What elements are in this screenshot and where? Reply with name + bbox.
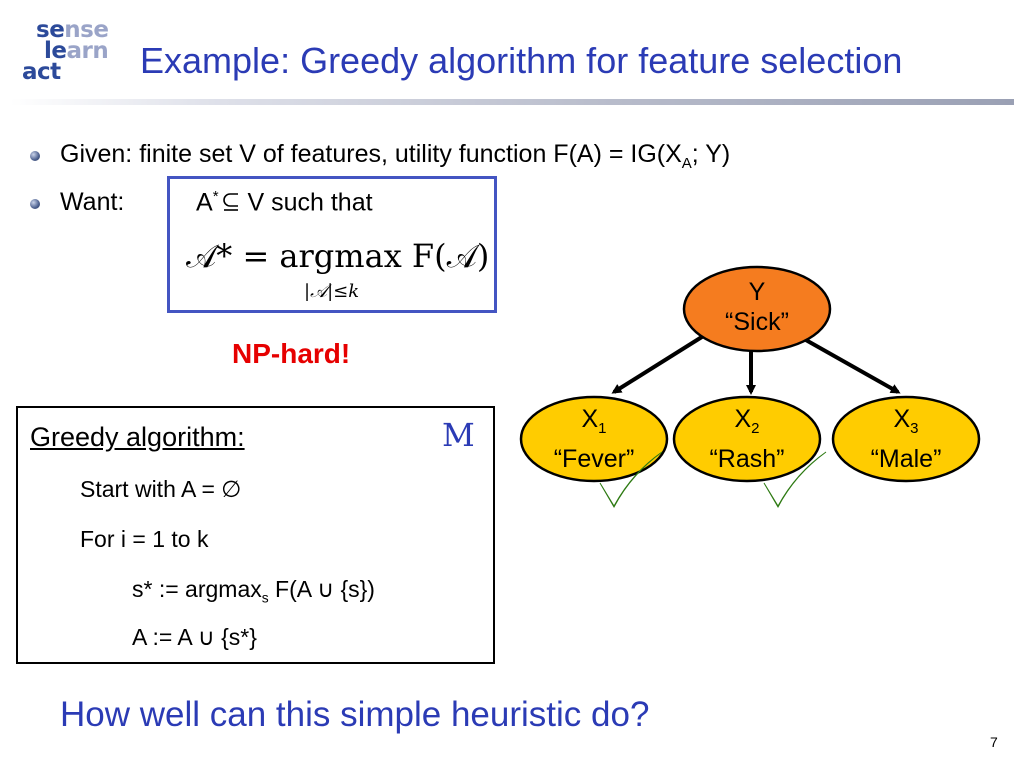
np-hard-label: NP-hard! bbox=[232, 338, 351, 369]
algorithm-symbol: M bbox=[442, 416, 475, 454]
logo-text: se bbox=[36, 17, 65, 43]
algorithm-step: Start with A = ∅ bbox=[80, 476, 242, 502]
node-y-label: Y “Sick” bbox=[725, 278, 789, 336]
formula-box: 𝒜* = argmax F(𝒜) |𝒜|≤k bbox=[167, 176, 497, 313]
subseteq-icon bbox=[222, 193, 238, 212]
algorithm-step: For i = 1 to k bbox=[80, 526, 209, 552]
bullet-want-text: A* V such that bbox=[196, 188, 373, 217]
algorithm-heading: Greedy algorithm: bbox=[30, 422, 245, 452]
bullet-icon bbox=[30, 199, 40, 209]
algorithm-step: s* := argmaxs F(A ∪ {s}) bbox=[132, 576, 375, 606]
bullet-want-label: Want: bbox=[60, 188, 125, 216]
argmax-formula: 𝒜* = argmax F(𝒜) bbox=[186, 237, 490, 275]
edge-y-x3 bbox=[796, 333, 901, 394]
node-x2-label: X2 “Rash” bbox=[709, 405, 785, 473]
slide-number: 7 bbox=[990, 734, 998, 750]
argmax-constraint: |𝒜|≤k bbox=[304, 281, 360, 302]
edge-y-x1 bbox=[611, 333, 707, 394]
logo-text: le bbox=[44, 38, 67, 64]
algorithm-step: A := A ∪ {s*} bbox=[132, 624, 257, 650]
closing-question: How well can this simple heuristic do? bbox=[60, 695, 650, 734]
title-divider bbox=[10, 99, 1014, 105]
logo-text: nse bbox=[64, 17, 109, 43]
node-x1-label: X1 “Fever” bbox=[553, 405, 635, 473]
logo-text: act bbox=[22, 59, 61, 85]
bullet-given: Given: finite set V of features, utility… bbox=[60, 140, 731, 172]
bullet-icon bbox=[30, 151, 40, 161]
slide-title: Example: Greedy algorithm for feature se… bbox=[140, 40, 903, 81]
node-x3-label: X3 “Male” bbox=[870, 405, 942, 473]
logo-text: arn bbox=[66, 38, 109, 64]
algorithm-box: Greedy algorithm: M Start with A = ∅ For… bbox=[16, 406, 495, 664]
logo: sense learn act bbox=[22, 14, 122, 94]
